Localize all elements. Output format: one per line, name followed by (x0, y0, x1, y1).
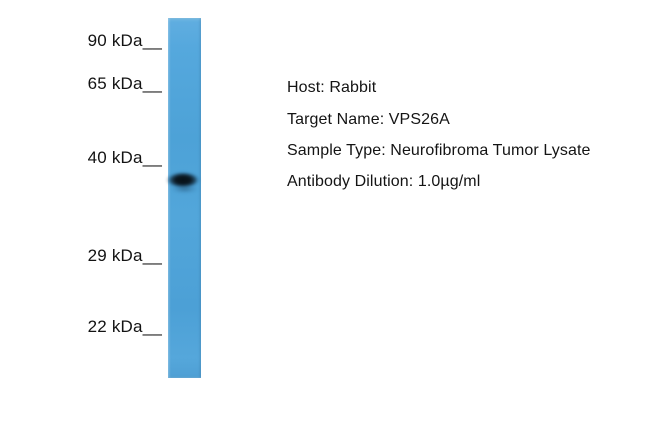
annotation-antibody-dilution: Antibody Dilution: 1.0µg/ml (287, 173, 481, 190)
marker-22kda: 22 kDa__ (87, 317, 162, 336)
marker-65kda: 65 kDa__ (87, 74, 162, 93)
annotation-target-name: Target Name: VPS26A (287, 111, 450, 128)
blot-lane (165, 18, 205, 378)
annotation-sample-type: Sample Type: Neurofibroma Tumor Lysate (287, 142, 591, 159)
marker-90kda: 90 kDa__ (87, 31, 162, 50)
annotation-host: Host: Rabbit (287, 79, 377, 96)
marker-29kda: 29 kDa__ (87, 246, 162, 265)
protein-band-smear (168, 186, 201, 196)
protein-band (165, 170, 205, 190)
marker-40kda: 40 kDa__ (87, 148, 162, 167)
